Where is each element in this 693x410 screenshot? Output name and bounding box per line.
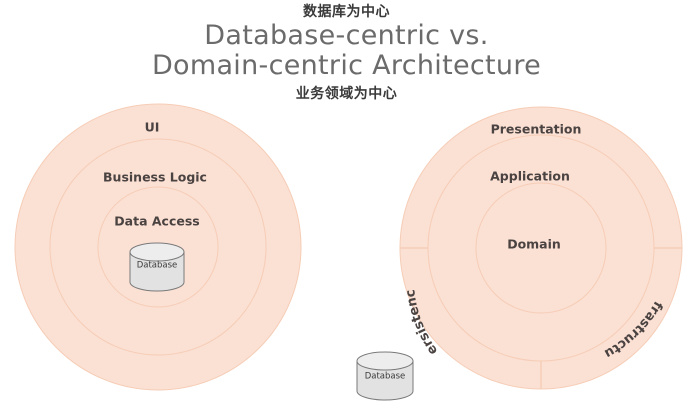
- left-inner-ring-border: [97, 186, 219, 308]
- left-ring-label-data-access: Data Access: [114, 214, 199, 229]
- right-ring-label-presentation: Presentation: [491, 122, 582, 137]
- left-architecture-circles: UI Business Logic Data Access Database: [14, 103, 302, 391]
- right-outer-ring-fill: [400, 107, 682, 389]
- left-middle-ring-border: [49, 138, 267, 356]
- right-ring-label-domain: Domain: [507, 237, 561, 252]
- left-ring-label-ui: UI: [145, 120, 160, 135]
- bottom-db-top: [356, 351, 414, 371]
- bottom-db-body: [356, 360, 414, 401]
- left-db-label: Database: [137, 261, 178, 271]
- right-ring-label-application: Application: [490, 169, 570, 184]
- left-db-body: [129, 251, 185, 292]
- left-ring-label-business-logic: Business Logic: [103, 170, 207, 185]
- bottom-db-label: Database: [365, 372, 406, 382]
- left-db-top: [129, 242, 185, 262]
- right-inner-ring-border: [475, 182, 607, 314]
- left-outer-ring-border: [14, 103, 302, 391]
- bottom-database-cylinder: Database: [356, 351, 414, 401]
- left-database-cylinder: Database: [129, 242, 185, 292]
